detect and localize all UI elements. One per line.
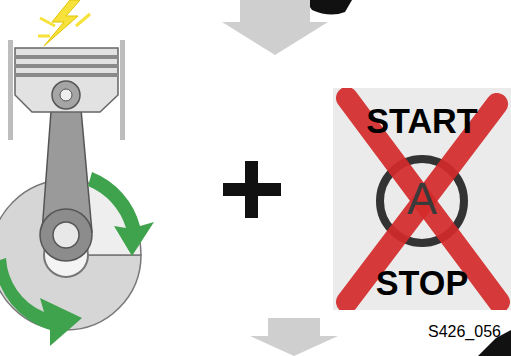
flow-arrow — [250, 318, 338, 356]
piston — [15, 48, 118, 112]
plus-sign — [245, 161, 258, 218]
rotation-arrow — [88, 172, 154, 256]
piston-ring — [15, 55, 118, 59]
button-label: STOP — [333, 266, 511, 300]
piston-pin — [52, 81, 80, 109]
figure-code: S426_056 — [428, 323, 501, 341]
piston-pin — [60, 89, 72, 101]
button-letter: A — [333, 176, 511, 221]
piston-ring — [15, 64, 118, 68]
start-stop-button: START A STOP — [333, 88, 511, 310]
cylinder-wall — [8, 40, 13, 140]
flow-arrow — [222, 0, 328, 55]
cropped-shape — [305, 0, 352, 15]
rod-big-end — [40, 209, 92, 261]
crank-pin — [53, 222, 79, 248]
spark-symbol — [38, 14, 90, 36]
button-label: START — [333, 104, 511, 138]
piston-ring — [15, 73, 118, 77]
rotation-arrow — [0, 258, 82, 346]
cylinder-wall — [120, 40, 125, 140]
